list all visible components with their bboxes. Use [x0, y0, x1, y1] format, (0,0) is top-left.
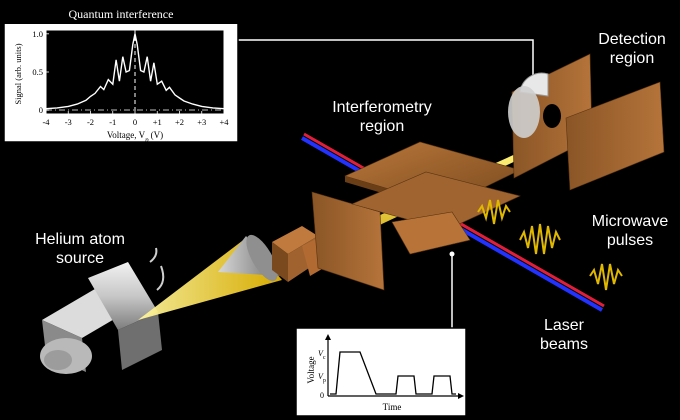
x-tick-label: -1 — [109, 117, 116, 127]
pulse-ylabel: Voltage — [306, 356, 316, 383]
chart-title: Quantum interference — [69, 7, 174, 21]
x-tick-label: +3 — [197, 117, 206, 127]
y-tick-label: 0 — [39, 105, 43, 115]
laser-beams-label: Laser beams — [524, 316, 604, 354]
x-axis-label-main: Voltage, V — [107, 130, 146, 140]
laser-label-line2: beams — [524, 335, 604, 354]
source-label-line1: Helium atom — [20, 230, 140, 249]
detection-label-line2: region — [586, 49, 678, 68]
x-tick-label: 0 — [133, 117, 137, 127]
x-tick-labels: -4 -3 -2 -1 0 +1 +2 +3 +4 — [42, 117, 229, 127]
connector-line-detector — [238, 40, 533, 80]
x-axis-label-unit: (V) — [151, 130, 164, 140]
microwave-label-line1: Microwave — [582, 212, 678, 231]
y-tick-label: 0.5 — [32, 67, 43, 77]
pulse-xlabel: Time — [383, 402, 402, 412]
connector-dot-pulse — [450, 252, 455, 257]
laser-label-line1: Laser — [524, 316, 604, 335]
detection-label-line1: Detection — [586, 30, 678, 49]
x-tick-label: +1 — [153, 117, 162, 127]
microwave-pulses-label: Microwave pulses — [582, 212, 678, 250]
interferometry-label-line2: region — [322, 117, 442, 136]
x-axis-label-sub: p — [144, 136, 149, 144]
y-axis-label: Signal (arb. units) — [13, 43, 23, 104]
source-label-line2: source — [20, 249, 140, 268]
interference-inset: Quantum interference Signal (arb. units)… — [4, 4, 238, 144]
microwave-label-line2: pulses — [582, 231, 678, 250]
interferometry-label-line1: Interferometry — [322, 98, 442, 117]
helium-source-label: Helium atom source — [20, 230, 140, 268]
x-tick-label: -4 — [42, 117, 50, 127]
x-tick-label: -2 — [87, 117, 94, 127]
detection-region-label: Detection region — [586, 30, 678, 68]
y-tick-label: 1.0 — [32, 29, 43, 39]
interferometry-region-label: Interferometry region — [322, 98, 442, 136]
detection-apparatus — [508, 54, 664, 190]
pulse-zero: 0 — [320, 391, 324, 400]
pulse-timing-inset: Voltage Vc Vp 0 Time — [296, 328, 466, 416]
x-tick-label: +4 — [219, 117, 229, 127]
x-tick-label: -3 — [65, 117, 72, 127]
x-tick-label: +2 — [175, 117, 184, 127]
